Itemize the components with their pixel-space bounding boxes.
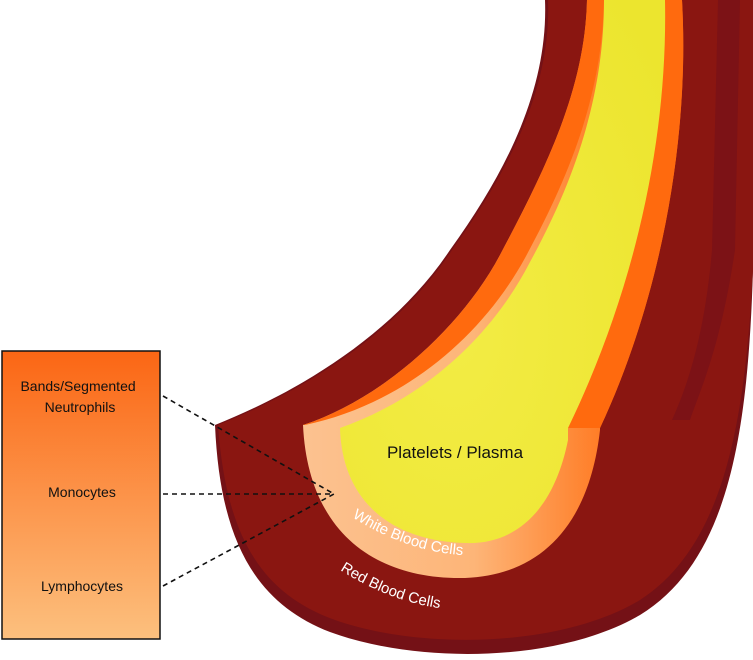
wbc-right-ridge	[568, 0, 684, 428]
legend-item-monocytes: Monocytes	[48, 484, 116, 500]
plasma-layer	[340, 0, 666, 544]
legend-neutrophils-line2: Neutrophils	[45, 399, 116, 415]
legend-item-neutrophils: Bands/Segmented Neutrophils	[20, 378, 139, 415]
rbc-inner-shade	[672, 0, 740, 420]
leader-line-neutrophils	[162, 395, 335, 495]
plasma-label: Platelets / Plasma	[387, 443, 524, 462]
legend-neutrophils-line1: Bands/Segmented	[20, 378, 135, 394]
cell-type-legend-box	[1, 350, 161, 640]
legend-item-lymphocytes: Lymphocytes	[41, 578, 123, 594]
wbc-left-ridge	[303, 0, 604, 425]
